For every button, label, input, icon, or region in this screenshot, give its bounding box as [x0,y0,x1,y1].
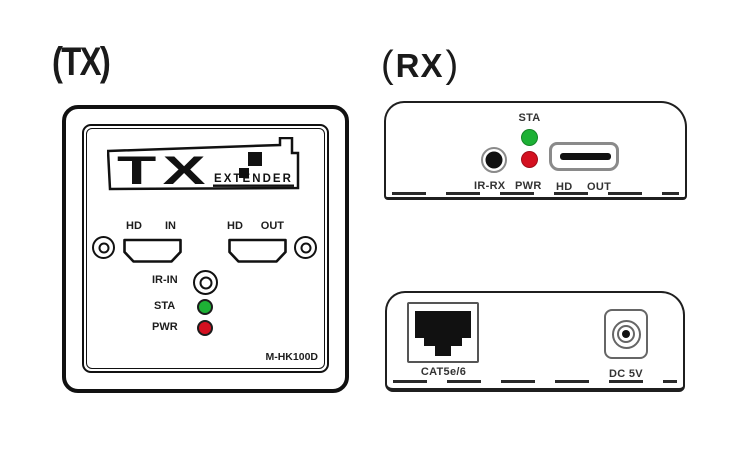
tx-face-panel [82,124,329,373]
rx-pwr-label: PWR [515,180,542,192]
rx-rear-panel-groove [393,380,677,383]
rx-front-panel-groove [392,192,679,195]
rx-out-label: OUT [587,181,612,193]
hd-in-label-hd: HD [126,220,142,232]
left-screw-icon [92,236,115,259]
rx-hd-label: HD [556,181,573,193]
tx-sta-led-green [197,299,213,315]
ir-in-label: IR-IN [152,274,178,286]
rx-pwr-led-red [521,151,538,168]
rj45-port-icon [415,311,471,356]
dc-5v-label: DC 5V [609,368,643,380]
logo-pixel-icon-small [239,168,249,178]
rx-hdmi-out-port-icon [549,142,619,171]
rx-ir-rx-label: IR-RX [474,180,506,192]
rx-title-open-paren: ( [381,44,394,86]
rx-section-title: ( RX ) [381,46,458,84]
rx-ir-receiver-icon [481,147,507,173]
right-screw-icon [294,236,317,259]
rx-sta-label: STA [518,112,541,124]
tx-pwr-label: PWR [152,321,178,333]
logo-extender-text: EXTENDER [214,171,293,185]
hd-in-label-dir: IN [165,220,176,232]
tx-model-label: M-HK100D [265,351,318,363]
rx-title-text: RX [395,46,444,84]
tx-sta-label: STA [154,300,176,312]
hd-out-label-hd: HD [227,220,243,232]
logo-underline [213,184,294,187]
hd-out-label-dir: OUT [260,220,284,232]
hd-in-label: HD IN [126,220,176,232]
tx-extender-logo: TX EXTENDER [107,137,300,191]
logo-pixel-icon [248,152,262,166]
tx-section-title: (TX) [52,40,111,84]
rx-hdmi-slot [560,153,611,160]
tx-face-panel-inner-line [86,128,325,369]
cat5-label: CAT5e/6 [420,366,467,378]
hd-out-label: HD OUT [227,220,284,232]
rx-title-close-paren: ) [445,44,459,86]
tx-pwr-led-red [197,320,213,336]
rx-sta-led-green [521,129,538,146]
dc-power-jack-icon [604,309,648,359]
logo-outline [107,137,300,191]
hdmi-out-port-icon [228,238,287,263]
rx-front-panel [384,101,687,200]
hdmi-in-port-icon [123,238,182,263]
ir-in-jack-icon [193,270,218,295]
logo-brand-text: TX [117,149,212,191]
